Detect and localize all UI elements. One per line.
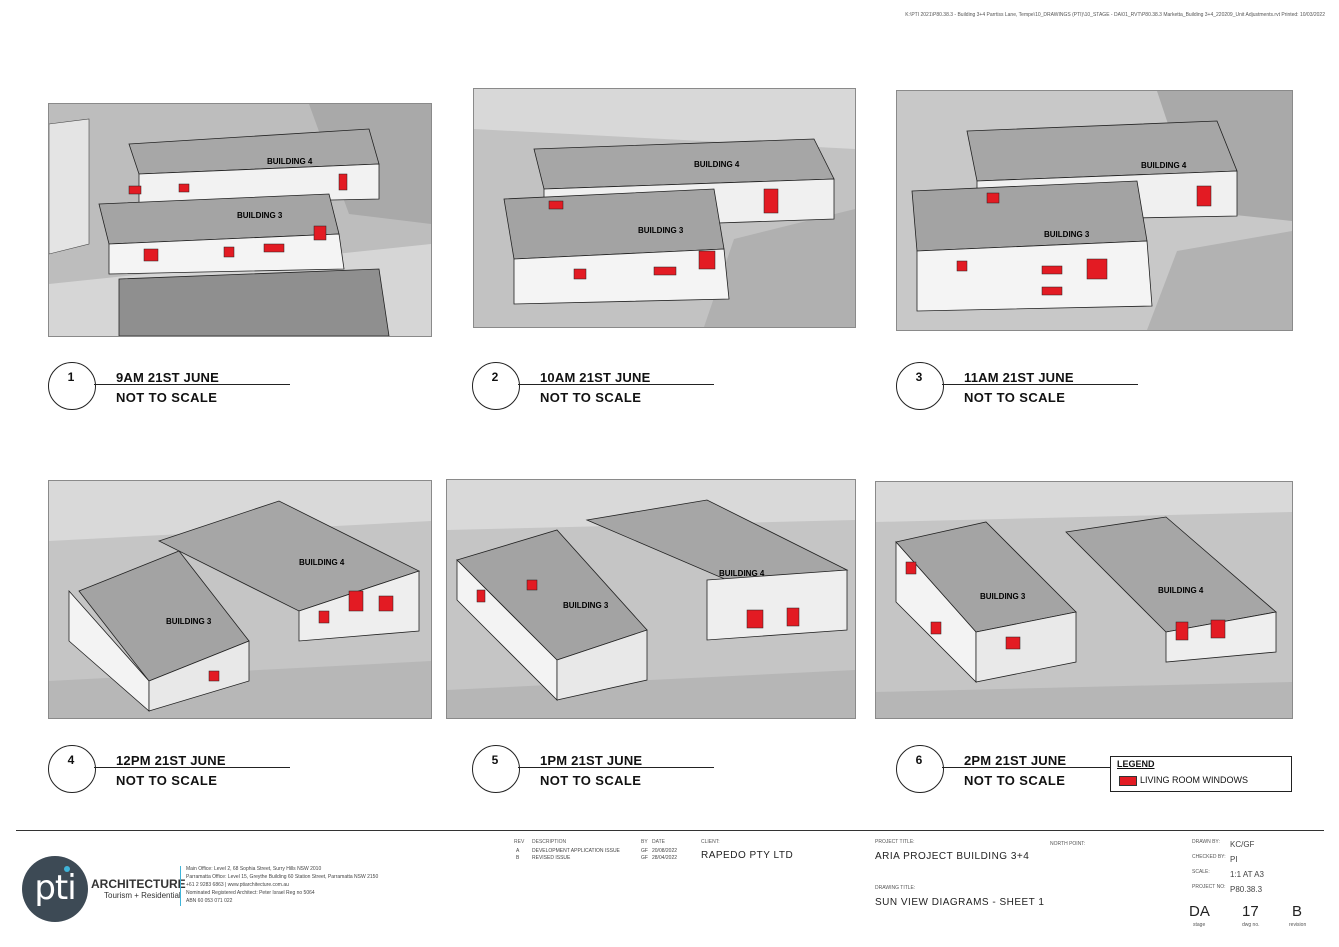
view-title: 11AM 21ST JUNE [964, 370, 1074, 385]
view-caption-1: 1 9AM 21ST JUNE NOT TO SCALE [48, 362, 308, 422]
caption-circle [472, 362, 520, 410]
view-scale: NOT TO SCALE [116, 773, 218, 788]
view-number: 5 [491, 753, 499, 767]
file-path-text: K:\PTI 2021\P80.38.3 - Building 3+4 Parr… [905, 12, 1325, 18]
view-scale: NOT TO SCALE [116, 390, 218, 405]
building-label: BUILDING 4 [719, 569, 765, 578]
drawn-by: KC/GF [1230, 840, 1255, 849]
building-label: BUILDING 3 [1044, 230, 1090, 239]
office-line: +61 2 9283 6863 | www.ptiarchitecture.co… [186, 882, 289, 888]
drawing-title-label: DRAWING TITLE: [875, 885, 916, 891]
stage-code: DA [1189, 903, 1210, 920]
drawn-by-label: DRAWN BY: [1192, 839, 1220, 845]
revision-letter: B [1292, 903, 1303, 920]
revision-row-rev: A [516, 848, 520, 854]
pti-logo: pti [22, 856, 88, 922]
rev-header: REV [514, 839, 525, 845]
view-number: 3 [915, 370, 923, 384]
brand-name: ARCHITECTURE [91, 877, 186, 891]
building-label: BUILDING 4 [299, 558, 345, 567]
view-scale: NOT TO SCALE [964, 390, 1066, 405]
brand-subtitle: Tourism + Residential [104, 891, 181, 900]
building-label: BUILDING 4 [267, 157, 313, 166]
building-label: BUILDING 4 [1141, 161, 1187, 170]
checked-by-label: CHECKED BY: [1192, 854, 1226, 860]
drawing-title: SUN VIEW DIAGRAMS - SHEET 1 [875, 897, 1045, 908]
view-title: 10AM 21ST JUNE [540, 370, 651, 385]
building-label: BUILDING 3 [166, 617, 212, 626]
sun-view-5: BUILDING 4 BUILDING 3 [446, 479, 856, 719]
building-label: BUILDING 3 [563, 601, 609, 610]
revision-row-date: 28/04/2022 [652, 855, 678, 861]
office-line: Nominated Registered Architect: Peter Is… [186, 890, 315, 896]
building-label: BUILDING 3 [638, 226, 684, 235]
view-caption-3: 3 11AM 21ST JUNE NOT TO SCALE [896, 362, 1156, 422]
sun-view-3: BUILDING 4 BUILDING 3 [896, 90, 1293, 331]
stage-label: stage [1193, 922, 1206, 928]
north-point-label: NORTH POINT: [1050, 841, 1086, 847]
desc-header: DESCRIPTION [532, 839, 567, 845]
office-line: Parramatta Office: Level 15, Greythe Bui… [186, 874, 379, 880]
office-line: ABN 60 053 071 022 [186, 898, 233, 904]
building-label: BUILDING 4 [1158, 586, 1204, 595]
project-no: P80.38.3 [1230, 885, 1263, 894]
view-caption-5: 5 1PM 21ST JUNE NOT TO SCALE [472, 745, 732, 805]
by-header: BY [641, 839, 648, 845]
scale-label: SCALE: [1192, 869, 1210, 875]
view-number: 6 [915, 753, 923, 767]
drawing-number-label: dwg no. [1242, 922, 1260, 928]
legend-swatch-red [1119, 776, 1137, 786]
caption-circle [48, 745, 96, 793]
client-name: RAPEDO PTY LTD [701, 850, 794, 861]
office-line: Main Office: Level 2, 68 Sophia Street, … [186, 866, 322, 872]
view-scale: NOT TO SCALE [964, 773, 1066, 788]
building-label: BUILDING 4 [694, 160, 740, 169]
caption-circle [48, 362, 96, 410]
drawing-number: 17 [1242, 903, 1259, 920]
view-caption-2: 2 10AM 21ST JUNE NOT TO SCALE [472, 362, 732, 422]
view-title: 1PM 21ST JUNE [540, 753, 643, 768]
date-header: DATE [652, 839, 665, 845]
project-title: ARIA PROJECT BUILDING 3+4 [875, 851, 1030, 862]
building-label: BUILDING 3 [237, 211, 283, 220]
view-title: 9AM 21ST JUNE [116, 370, 220, 385]
legend-item-label: LIVING ROOM WINDOWS [1140, 775, 1248, 785]
view-number: 4 [67, 753, 75, 767]
sun-view-4: BUILDING 4 BUILDING 3 [48, 480, 432, 719]
revision-row-date: 20/08/2022 [652, 848, 678, 854]
title-block-divider [16, 830, 1324, 831]
revision-row-by: GF [641, 855, 648, 861]
sun-view-6: BUILDING 3 BUILDING 4 [875, 481, 1293, 719]
caption-circle [896, 362, 944, 410]
revision-row-desc: DEVELOPMENT APPLICATION ISSUE [532, 848, 620, 854]
revision-row-by: GF [641, 848, 648, 854]
project-title-label: PROJECT TITLE: [875, 839, 915, 845]
sun-view-2: BUILDING 4 BUILDING 3 [473, 88, 856, 328]
view-scale: NOT TO SCALE [540, 773, 642, 788]
caption-circle [472, 745, 520, 793]
legend-box: LEGEND LIVING ROOM WINDOWS [1110, 756, 1292, 792]
checked-by: PI [1230, 855, 1238, 864]
caption-circle [896, 745, 944, 793]
view-title: 12PM 21ST JUNE [116, 753, 226, 768]
view-caption-4: 4 12PM 21ST JUNE NOT TO SCALE [48, 745, 308, 805]
project-no-label: PROJECT NO: [1192, 884, 1226, 890]
revision-row-rev: B [516, 855, 520, 861]
view-caption-6: 6 2PM 21ST JUNE NOT TO SCALE [896, 745, 1156, 805]
sun-view-1: BUILDING 4 BUILDING 3 [48, 103, 432, 337]
revision-row-desc: REVISED ISSUE [532, 855, 571, 861]
logo-text: pti [34, 868, 76, 908]
building-label: BUILDING 3 [980, 592, 1026, 601]
view-number: 1 [67, 370, 75, 384]
revision-label: revision [1289, 922, 1307, 928]
view-scale: NOT TO SCALE [540, 390, 642, 405]
view-title: 2PM 21ST JUNE [964, 753, 1067, 768]
legend-title: LEGEND [1117, 759, 1155, 769]
client-label: CLIENT: [701, 839, 720, 845]
scale-value: 1:1 AT A3 [1230, 870, 1264, 879]
view-number: 2 [491, 370, 499, 384]
